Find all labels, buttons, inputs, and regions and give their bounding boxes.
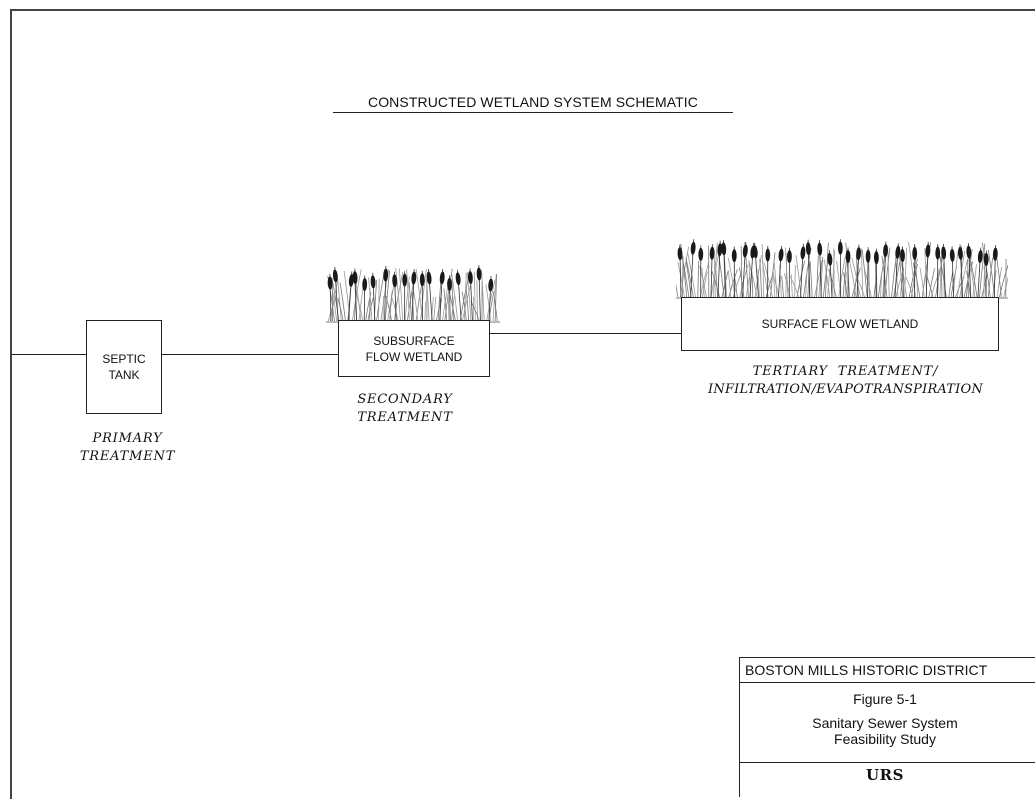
septic-tank-label-line2: TANK	[108, 367, 139, 383]
diagram-title: CONSTRUCTED WETLAND SYSTEM SCHEMATIC	[333, 94, 733, 113]
surface-label: SURFACE FLOW WETLAND	[762, 316, 919, 332]
figure-subtitle: Sanitary Sewer System Feasibility Study	[740, 715, 1030, 747]
primary-treatment-caption: PRIMARY TREATMENT	[60, 430, 195, 466]
subsurface-reeds-illustration	[326, 262, 500, 324]
title-block: BOSTON MILLS HISTORIC DISTRICT Figure 5-…	[739, 657, 1035, 797]
septic-tank-label-line1: SEPTIC	[102, 351, 145, 367]
secondary-treatment-caption: SECONDARY TREATMENT	[335, 391, 475, 427]
district-name: BOSTON MILLS HISTORIC DISTRICT	[740, 658, 1035, 683]
subsurface-label-line1: SUBSURFACE	[373, 333, 454, 349]
tertiary-treatment-caption: TERTIARY TREATMENT/ INFILTRATION/EVAPOTR…	[678, 363, 1013, 399]
subsurface-to-surface-line	[489, 333, 682, 334]
subsurface-flow-wetland-box: SUBSURFACE FLOW WETLAND	[338, 320, 490, 377]
subsurface-label-line2: FLOW WETLAND	[366, 349, 463, 365]
septic-to-subsurface-line	[161, 354, 339, 355]
urs-logo: URS	[740, 766, 1030, 784]
surface-flow-wetland-box: SURFACE FLOW WETLAND	[681, 297, 999, 351]
septic-tank-box: SEPTIC TANK	[86, 320, 162, 414]
figure-number: Figure 5-1	[740, 691, 1030, 707]
title-block-separator	[740, 762, 1035, 763]
surface-reeds-illustration	[676, 236, 1008, 300]
inflow-line	[12, 354, 87, 355]
